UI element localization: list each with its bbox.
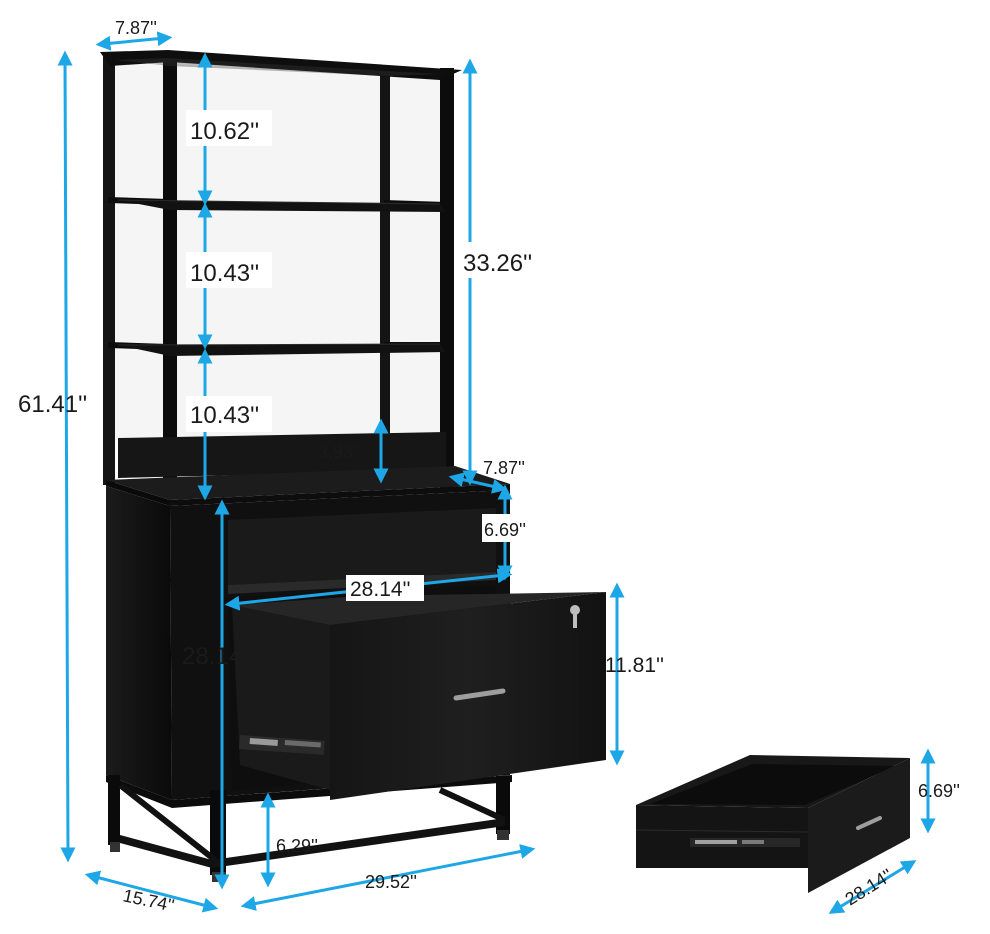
label-leg-clearance: 6.29'' [276, 836, 318, 856]
label-cabinet-height: 28.14'' [182, 643, 251, 670]
right-back-post [380, 72, 390, 452]
cabinet-left-side [106, 486, 172, 800]
label-back-rail: 3.93'' [318, 442, 360, 462]
open-cubby [228, 508, 496, 585]
left-front-post [163, 58, 177, 498]
label-upper-height: 33.26'' [463, 250, 532, 277]
label-cabinet-depth-right: 7.87'' [483, 458, 525, 478]
lock-icon[interactable] [570, 605, 580, 615]
arrow-loose-drawer-depth [828, 860, 917, 914]
label-open-cubby: 6.69'' [484, 520, 526, 540]
label-drawer-width: 28.14'' [350, 578, 411, 601]
label-total-height: 61.41'' [18, 391, 87, 418]
leg-back-left [108, 775, 120, 845]
arrow-top-depth [95, 31, 173, 51]
bookshelf-frame [100, 50, 462, 498]
arrow-base-depth [84, 870, 219, 913]
top-frame-inner [115, 58, 440, 76]
loose-drawer-handle[interactable] [856, 816, 882, 830]
label-loose-drawer-depth: 28.14'' [842, 865, 897, 909]
loose-drawer-side [636, 805, 808, 868]
shelf-back-panel [110, 62, 445, 440]
drawer-handle[interactable] [453, 688, 506, 701]
arrow-total-height [57, 50, 76, 863]
label-shelf-gap-2: 10.43'' [190, 260, 259, 287]
loose-drawer [635, 755, 910, 893]
arrow-base-width [240, 844, 536, 911]
arrow-cabinet-depth-right [448, 472, 508, 494]
label-drawer-height: 11.81'' [605, 654, 664, 677]
label-base-depth: 15.74'' [121, 885, 176, 915]
right-front-post [440, 68, 454, 488]
label-top-depth: 7.87'' [115, 18, 157, 38]
label-shelf-gap-3: 10.43'' [190, 402, 259, 429]
label-shelf-gap-1: 10.62'' [190, 118, 259, 145]
open-drawer [232, 592, 606, 800]
label-base-width: 29.52'' [365, 872, 417, 892]
left-back-post [103, 55, 115, 485]
label-loose-drawer-height: 6.69'' [918, 781, 960, 801]
top-frame [100, 50, 462, 80]
